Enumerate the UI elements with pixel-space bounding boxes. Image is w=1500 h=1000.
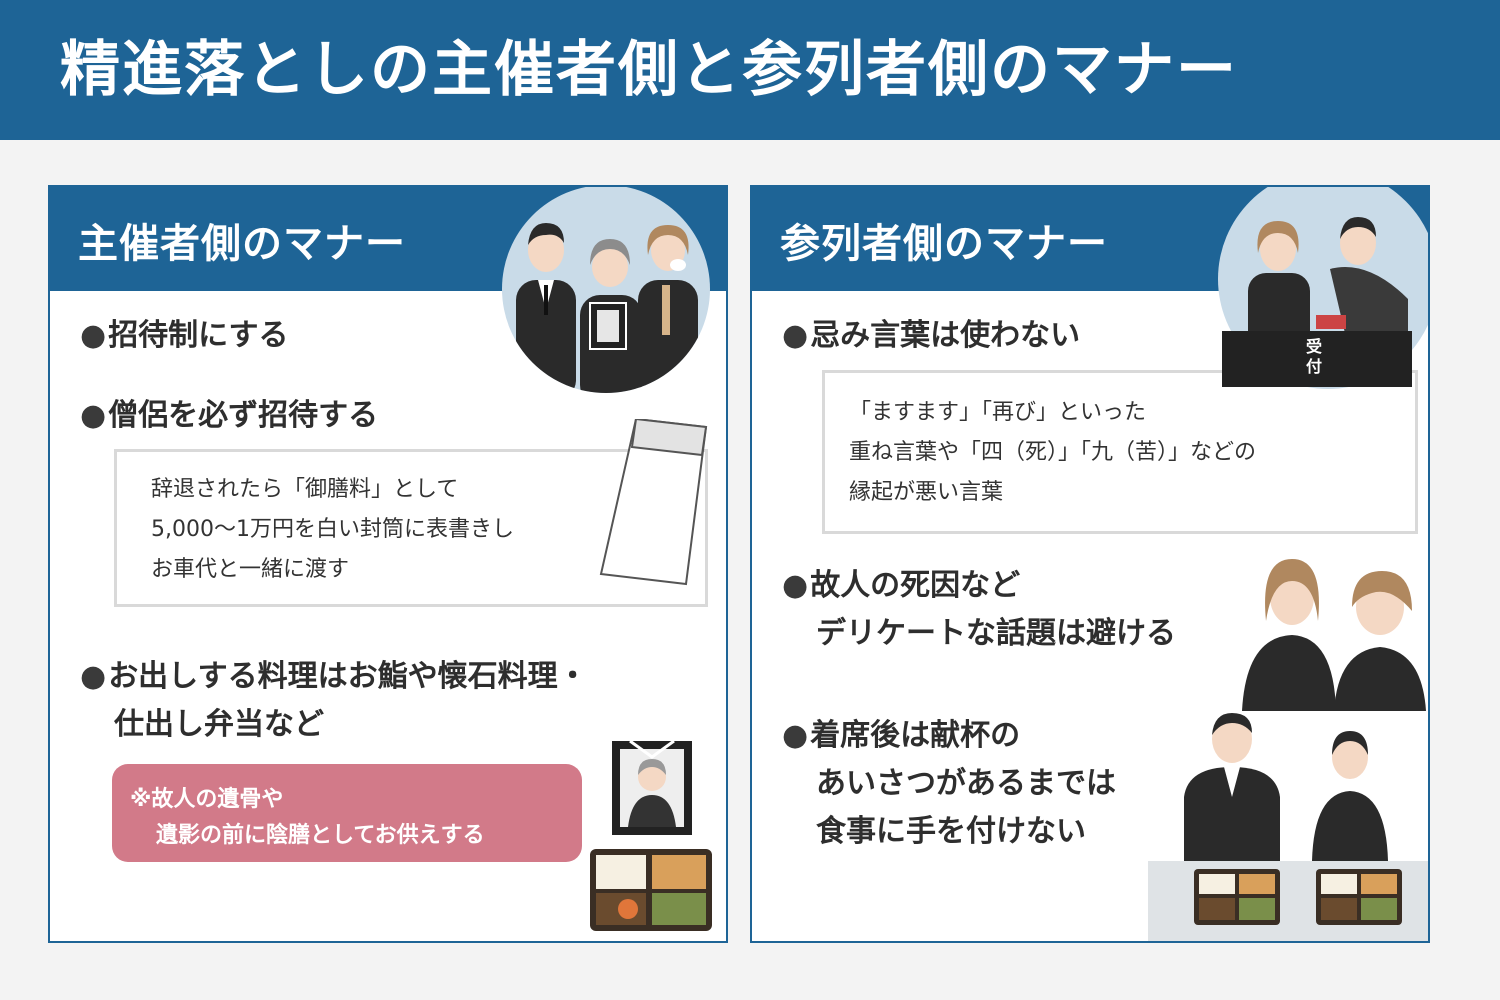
guest-item-1: ●忌み言葉は使わない <box>782 318 1081 353</box>
envelope-icon <box>599 419 708 586</box>
host-panel-title: 主催者側のマナー <box>78 221 406 267</box>
page-header: 精進落としの主催者側と参列者側のマナー <box>0 0 1500 140</box>
memorial-portrait-icon <box>612 739 692 835</box>
host-item-3: ●お出しする料理はお鮨や懐石料理・ 仕出し弁当など <box>80 659 588 742</box>
host-item-1: ●招待制にする <box>80 318 289 353</box>
host-note-box: 辞退されたら「御膳料」として 5,000〜1万円を白い封筒に表書きし お車代と一… <box>114 449 708 607</box>
seated-guests-illustration <box>1148 713 1428 941</box>
host-item-2: ●僧侶を必ず招待する <box>80 398 379 433</box>
bullet-icon: ● <box>80 318 107 353</box>
host-note-line: お車代と一緒に渡す <box>151 557 350 582</box>
page-title: 精進落としの主催者側と参列者側のマナー <box>60 35 1238 105</box>
bento-box-icon <box>590 849 712 931</box>
host-note-line: 5,000〜1万円を白い封筒に表書きし <box>151 517 514 542</box>
bullet-icon: ● <box>80 398 107 433</box>
guest-note-line: 重ね言葉や「四（死）」「九（苦）」などの <box>849 440 1257 465</box>
guest-panel-title: 参列者側のマナー <box>780 221 1108 267</box>
bullet-icon: ● <box>782 318 809 353</box>
host-note-line: 辞退されたら「御膳料」として <box>151 477 459 502</box>
guest-note-line: 縁起が悪い言葉 <box>849 480 1004 505</box>
bullet-icon: ● <box>80 659 107 694</box>
guest-item-3: ●着席後は献杯の あいさつがあるまでは 食事に手を付けない <box>782 718 1116 849</box>
conversation-illustration <box>1242 559 1426 711</box>
guest-manners-panel: 参列者側のマナー ●忌み言葉は使わない 「ますます」「再び」といった 重ね言葉や… <box>750 185 1430 943</box>
guest-note-line: 「ますます」「再び」といった <box>849 400 1147 425</box>
reception-desk: 受 付 <box>1222 331 1412 387</box>
host-manners-panel: 主催者側のマナー ●招待制にする ●僧侶を必ず招待する 辞退されたら「御膳料」と… <box>48 185 728 943</box>
bullet-icon: ● <box>782 568 809 603</box>
host-family-illustration <box>502 187 710 393</box>
offering-note: ※故人の遺骨や 遺影の前に陰膳としてお供えする <box>112 764 582 862</box>
guest-item-2: ●故人の死因など デリケートな話題は避ける <box>782 568 1176 651</box>
guest-note-box: 「ますます」「再び」といった 重ね言葉や「四（死）」「九（苦）」などの 縁起が悪… <box>822 370 1418 534</box>
bullet-icon: ● <box>782 718 809 753</box>
reception-label: 受 付 <box>1306 337 1323 376</box>
